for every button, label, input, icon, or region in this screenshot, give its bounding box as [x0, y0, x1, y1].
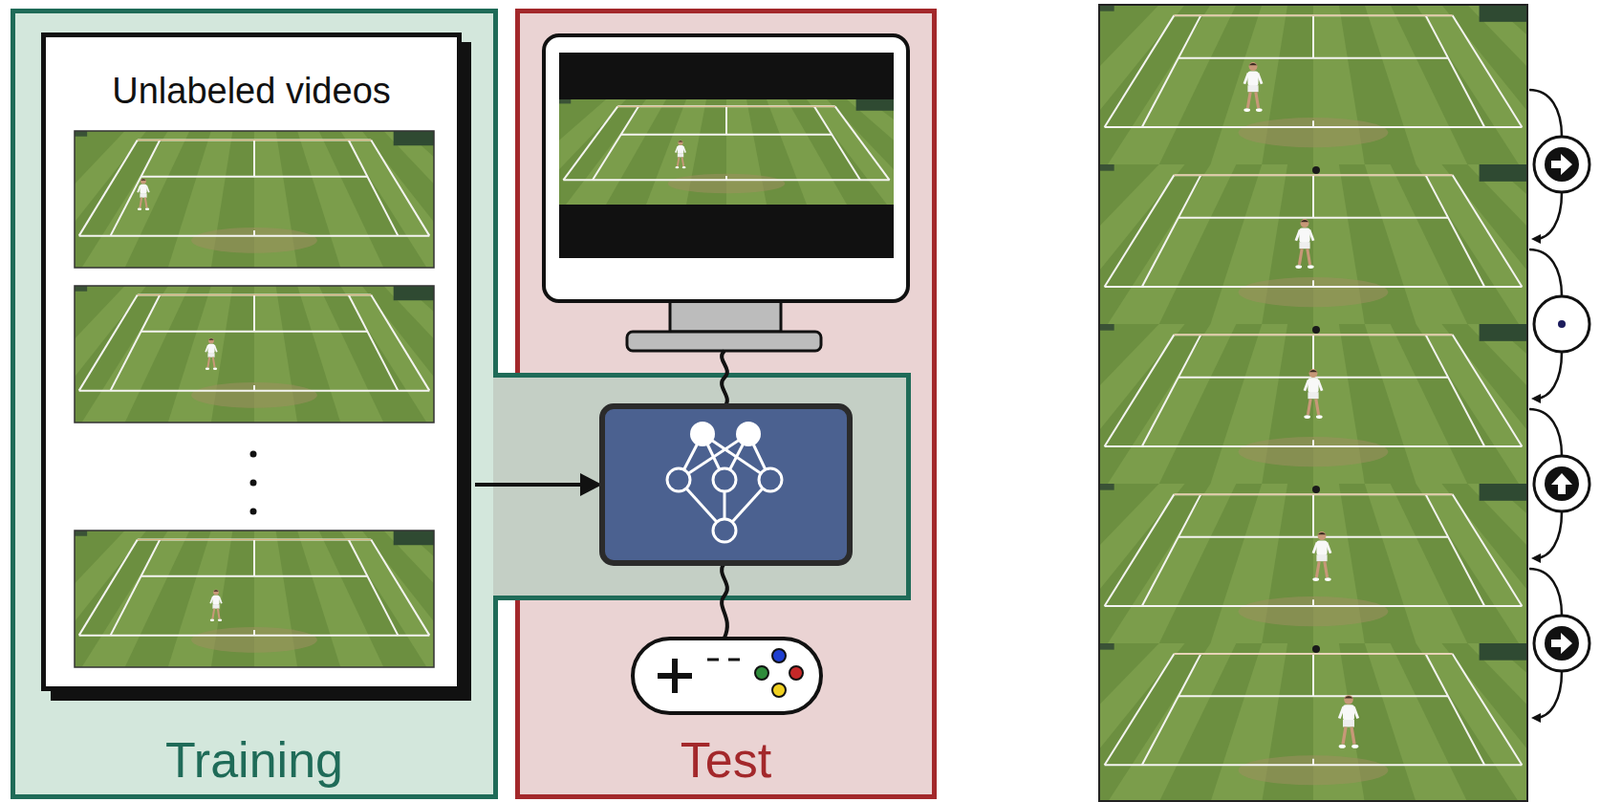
frame-strip	[1303, 368, 1322, 419]
video-frames	[250, 508, 258, 516]
video-frames	[205, 338, 217, 370]
action-arrows	[1529, 568, 1562, 616]
training-arrow	[475, 473, 603, 497]
frame-strip	[1004, 4, 1600, 802]
action-icons	[1544, 626, 1579, 661]
video-frames	[0, 285, 557, 423]
action-icons	[1534, 136, 1590, 671]
cables	[721, 350, 728, 407]
stack-heading: Unlabeled videos	[45, 68, 457, 113]
frame-strip	[1295, 218, 1314, 269]
frame-strip	[1004, 164, 1600, 325]
network-box	[713, 468, 736, 492]
gamepad-icon	[632, 638, 822, 714]
frame-strip	[1312, 325, 1320, 334]
action-arrows	[1529, 409, 1562, 456]
video-frames	[0, 530, 557, 668]
network-box	[713, 518, 736, 542]
action-arrows	[1529, 89, 1562, 137]
network-box	[735, 421, 761, 447]
video-frames	[74, 530, 434, 668]
gamepad-icon	[755, 666, 769, 680]
training-arrow	[580, 473, 603, 497]
action-arrows	[1535, 511, 1562, 559]
action-arrows	[1535, 670, 1562, 718]
gamepad-icon	[789, 666, 803, 680]
video-frames	[210, 589, 222, 622]
training-arrow	[475, 482, 585, 487]
network-box	[667, 468, 691, 492]
frame-strip	[1312, 645, 1320, 653]
frame-strip	[1312, 531, 1331, 582]
monitor-icon	[627, 331, 822, 351]
frame-strip	[1004, 4, 1600, 165]
video-frames	[137, 178, 150, 211]
action-arrows	[1535, 192, 1562, 239]
frame-strip	[1243, 62, 1262, 112]
video-frames	[0, 130, 557, 268]
monitor-icon	[485, 35, 1008, 351]
panel-title: Test	[519, 731, 932, 789]
action-arrows	[1535, 351, 1562, 399]
frame-strip	[1339, 694, 1360, 749]
video-frames	[74, 285, 434, 423]
action-icons	[1551, 153, 1573, 175]
action-arrows	[1529, 249, 1562, 297]
monitor-icon	[670, 301, 781, 332]
network-box	[602, 406, 850, 563]
video-frames	[74, 130, 434, 268]
video-frames	[250, 451, 258, 458]
monitor-icon	[485, 99, 1008, 205]
gamepad-icon	[632, 638, 822, 714]
frame-strip	[1004, 324, 1600, 484]
network-box	[758, 468, 782, 492]
video-frames	[0, 130, 557, 668]
action-icons	[1551, 473, 1573, 495]
cables	[721, 562, 728, 638]
panel-title: Training	[15, 731, 494, 789]
video-frames	[250, 479, 258, 487]
action-icons	[1544, 466, 1579, 501]
frame-strip	[1004, 483, 1600, 644]
gamepad-icon	[671, 658, 678, 693]
action-icons	[1534, 455, 1590, 512]
network-box	[690, 421, 715, 447]
monitor-icon	[674, 140, 686, 170]
action-icons	[1551, 632, 1573, 654]
network-box	[678, 433, 771, 531]
frame-strip	[1099, 4, 1528, 801]
action-icons	[1557, 320, 1566, 328]
network-box	[602, 406, 850, 563]
action-icons	[1534, 296, 1590, 352]
action-icons	[1534, 136, 1590, 193]
gamepad-icon	[772, 648, 786, 663]
frame-strip	[1312, 485, 1320, 494]
gamepad-icon	[728, 658, 740, 662]
gamepad-icon	[772, 683, 786, 697]
action-icons	[1544, 147, 1579, 182]
gamepad-icon	[707, 658, 719, 662]
action-icons	[1534, 615, 1590, 671]
frame-strip	[1312, 166, 1320, 174]
frame-strip	[1004, 643, 1600, 802]
